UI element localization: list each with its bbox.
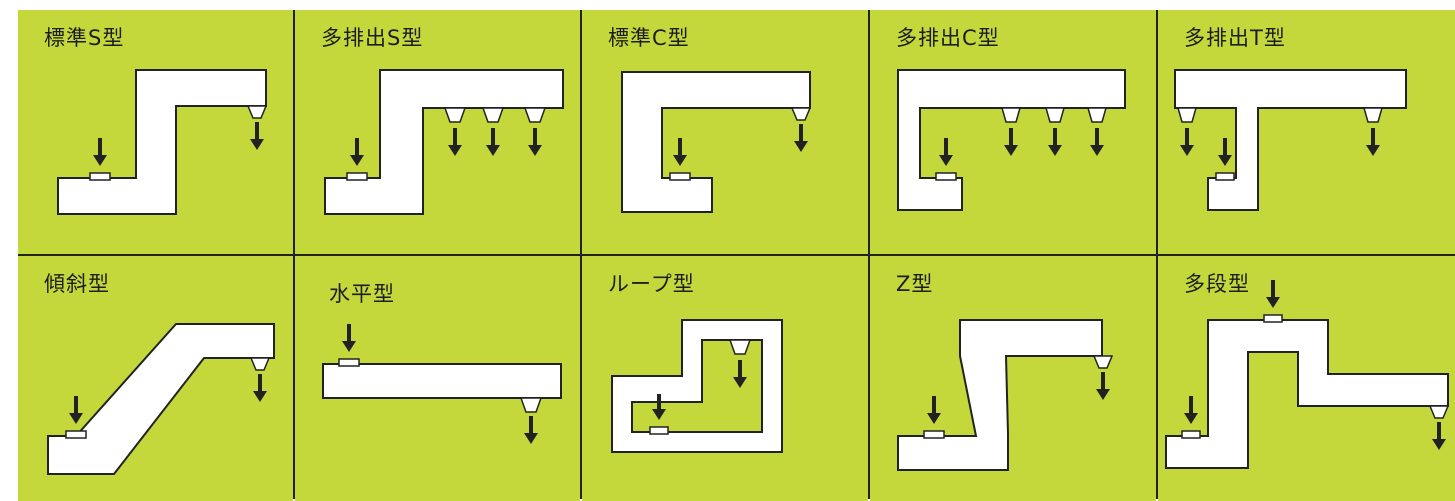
inlet-port (669, 172, 691, 181)
cell-multi-discharge-t-type: 多排出T型 (1158, 10, 1455, 254)
standard-c-type-diagram (621, 71, 812, 213)
inlet-port (346, 172, 368, 181)
outlet-arrow-icon (1004, 128, 1104, 156)
upper-inlet-port (1263, 314, 1283, 323)
multi-discharge-s-type-diagram (324, 69, 564, 215)
inlet-arrow-icon (1218, 138, 1232, 166)
outlet-nozzle (1092, 355, 1114, 369)
horizontal-type-diagram (322, 324, 562, 444)
inlet-arrow-icon (342, 324, 356, 352)
cell-label: ループ型 (608, 272, 695, 296)
inlet-port (89, 172, 111, 181)
outlet-arrow-icon (524, 416, 538, 444)
outlet-arrow-icon (1096, 372, 1110, 400)
cell-label: 標準S型 (44, 26, 125, 50)
conveyor-type-grid: 標準S型 多排出S型 (18, 10, 1455, 501)
cell-standard-c-type: 標準C型 (582, 10, 868, 254)
cell-label: 多排出S型 (321, 26, 424, 50)
z-type-diagram (897, 319, 1114, 471)
horizontal-conveyor-body (322, 363, 562, 399)
inlet-arrow-icon (69, 396, 83, 424)
inlet-port (935, 172, 957, 181)
inlet-arrow-icon (673, 138, 687, 166)
outlet-arrow-icon (733, 360, 747, 388)
cell-multi-stage-type: 多段型 (1158, 256, 1455, 501)
inlet-arrow-icon (927, 396, 941, 424)
cell-label: 多排出C型 (896, 26, 1000, 50)
inlet-arrow-icon (93, 138, 107, 166)
loop-type-diagram (611, 319, 783, 453)
inlet-port (923, 430, 945, 439)
outlet-nozzle (249, 357, 271, 371)
cell-z-type: Z型 (870, 256, 1156, 501)
cell-label: 水平型 (329, 282, 395, 306)
inlet-arrow-icon (350, 138, 364, 166)
inlet-port (1215, 172, 1235, 181)
inlet-port (338, 358, 360, 367)
cell-inclined-type: 傾斜型 (18, 256, 293, 501)
inlet-port (1181, 430, 1201, 439)
cell-multi-discharge-s-type: 多排出S型 (295, 10, 580, 254)
inlet-port (65, 430, 87, 439)
outlet-nozzles (1001, 107, 1107, 123)
upper-inlet-arrow-icon (1266, 280, 1280, 308)
outlet-nozzles (1177, 107, 1383, 123)
outlet-nozzles (443, 107, 547, 123)
outlet-arrow-icon (1180, 128, 1380, 156)
outlet-arrow-icon (250, 122, 264, 150)
cell-label: 多段型 (1184, 272, 1250, 296)
inlet-arrow-icon (1184, 396, 1198, 424)
cell-label: 傾斜型 (44, 272, 110, 296)
outlet-nozzle (246, 105, 268, 119)
outlet-arrow-icon (794, 124, 808, 152)
outlet-nozzle (728, 339, 752, 355)
outlet-arrow-icon (253, 374, 267, 402)
cell-loop-type: ループ型 (582, 256, 868, 501)
inclined-type-diagram (47, 323, 275, 475)
multi-discharge-t-type-diagram (1174, 69, 1407, 211)
outlet-arrow-icon (1432, 422, 1446, 450)
inlet-arrow-icon (939, 138, 953, 166)
cell-label: 多排出T型 (1184, 26, 1286, 50)
cell-standard-s-type: 標準S型 (18, 10, 293, 254)
inlet-arrow-icon (652, 394, 666, 420)
standard-s-type-diagram (57, 69, 268, 215)
cell-label: Z型 (896, 272, 934, 296)
cell-horizontal-type: 水平型 (295, 256, 580, 501)
multi-discharge-c-type-diagram (897, 69, 1126, 211)
outlet-nozzle (1428, 405, 1450, 419)
cell-label: 標準C型 (608, 26, 690, 50)
inlet-port (649, 426, 669, 435)
outlet-nozzle (790, 107, 812, 121)
cell-multi-discharge-c-type: 多排出C型 (870, 10, 1156, 254)
outlet-nozzle (519, 397, 543, 413)
multi-stage-type-diagram (1165, 280, 1450, 469)
outlet-arrow-icon (448, 128, 542, 156)
